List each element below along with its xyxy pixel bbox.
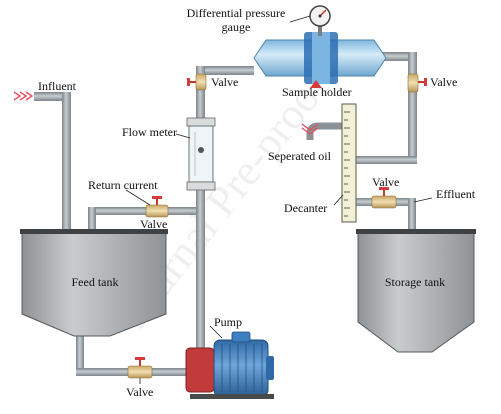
- main-riser-pipe: [196, 74, 205, 350]
- valve-return: [145, 196, 169, 218]
- decanter-scale: [344, 111, 350, 217]
- return-pipe-down: [88, 207, 96, 233]
- storage-tank-label: Storage tank: [385, 275, 445, 289]
- influent-pipe-vertical: [62, 92, 71, 232]
- valve-return-label: Valve: [140, 217, 167, 231]
- top-left-elbow: [196, 66, 205, 80]
- flow-meter: [186, 117, 216, 191]
- influent-arrow-icon: [13, 91, 34, 101]
- effluent-pipe-down: [408, 198, 416, 232]
- pump-terminal-box: [231, 331, 251, 343]
- valve-bottom-label: Valve: [126, 385, 153, 399]
- pump-base: [190, 394, 274, 399]
- leader-lines: [125, 15, 433, 384]
- feed-tank: Feed tank: [20, 229, 168, 337]
- flow-meter-label: Flow meter: [122, 125, 177, 139]
- pump: [185, 331, 274, 399]
- influent-label: Influent: [38, 79, 77, 93]
- pressure-gauge: [309, 5, 331, 36]
- decanter: [341, 103, 357, 223]
- valve-decanter: [371, 187, 397, 209]
- valve-decanter-label: Valve: [372, 175, 399, 189]
- separated-oil-label: Seperated oil: [268, 149, 332, 163]
- influent-pipe-horizontal: [34, 92, 68, 101]
- valve-top-left-label: Valve: [211, 75, 238, 89]
- valve-top-right: [407, 73, 427, 93]
- into-decanter-pipe: [356, 156, 417, 164]
- oil-arrow-icon-2: [301, 123, 319, 131]
- gauge-label-line1: Differential pressure: [187, 6, 286, 20]
- storage-tank: Storage tank: [356, 229, 476, 353]
- top-right-pipe: [370, 52, 416, 61]
- valve-top-left: [187, 73, 207, 91]
- feed-tank-rim: [20, 229, 168, 234]
- valve-bottom: [127, 357, 153, 379]
- sample-holder-core: [312, 32, 330, 84]
- oil-arrow-icon: [301, 127, 319, 135]
- valve-top-right-label: Valve: [430, 75, 457, 89]
- flow-arrows: [13, 91, 319, 135]
- flow-meter-float-icon: [198, 147, 204, 153]
- feed-tank-label: Feed tank: [72, 275, 119, 289]
- sample-holder: [253, 32, 387, 88]
- right-descending-pipe: [408, 52, 417, 164]
- pump-label: Pump: [214, 315, 242, 329]
- oil-outlet-pipe: [306, 122, 346, 140]
- gauge-label-line2: gauge: [222, 20, 251, 34]
- top-left-pipe: [196, 66, 254, 75]
- pump-head: [185, 347, 215, 393]
- effluent-label: Effluent: [436, 187, 476, 201]
- return-current-label: Return current: [88, 178, 158, 192]
- storage-tank-rim: [356, 229, 476, 234]
- sample-holder-label: Sample holder: [282, 85, 352, 99]
- sample-holder-arrow-icon: [310, 80, 322, 88]
- decanter-label: Decanter: [284, 201, 327, 215]
- feed-outlet-pipe: [76, 330, 84, 374]
